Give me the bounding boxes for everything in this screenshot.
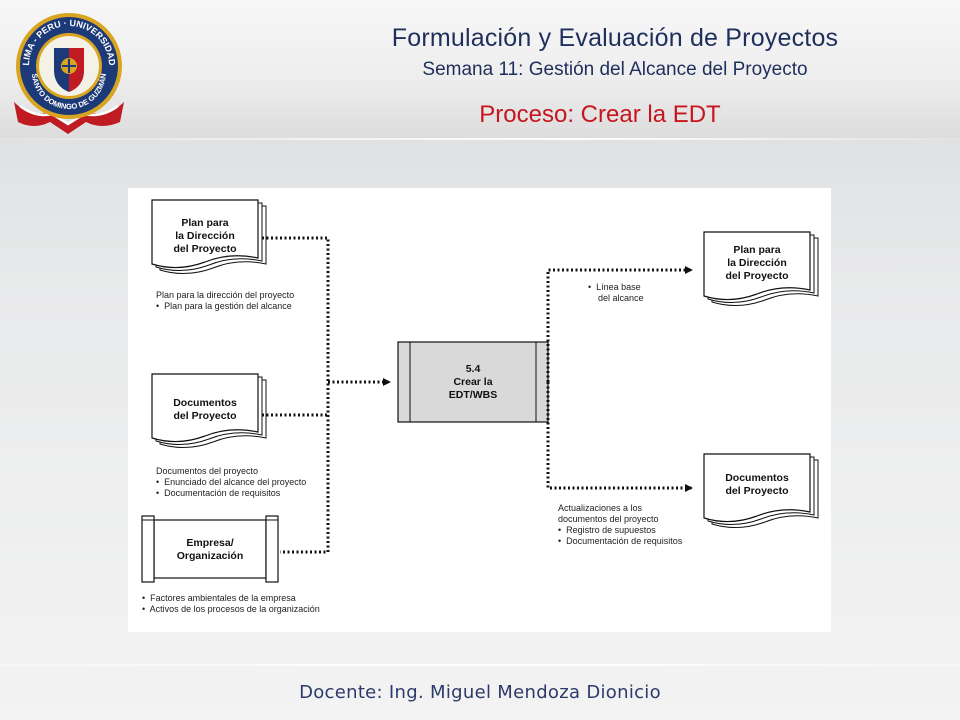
input-documentos-title: Documentos del Proyecto — [173, 397, 237, 422]
output-plan-title: Plan para la Dirección del Proyecto — [725, 244, 789, 282]
process-label: 5.4 Crear la EDT/WBS — [448, 363, 498, 401]
input-doc-plan-icon — [151, 199, 267, 274]
input-empresa-title: Empresa/ Organización — [176, 537, 244, 562]
output-doc-documentos-icon — [703, 453, 819, 528]
output-plan-notes: • Línea base del alcance — [588, 282, 644, 303]
footer-instructor: Docente: Ing. Miguel Mendoza Dionicio — [299, 682, 661, 703]
output-connectors — [546, 266, 693, 492]
input-documentos-notes: Documentos del proyecto • Enunciado del … — [156, 466, 307, 498]
output-documentos-notes: Actualizaciones a los documentos del pro… — [558, 503, 683, 546]
process-title: Proceso: Crear la EDT — [479, 101, 721, 128]
page-subtitle: Semana 11: Gestión del Alcance del Proye… — [422, 59, 808, 80]
output-documentos-title: Documentos del Proyecto — [725, 472, 789, 497]
university-logo: LIMA - PERU · UNIVERSIDAD SANTO DOMINGO … — [10, 6, 128, 136]
input-empresa-notes: • Factores ambientales de la empresa • A… — [142, 593, 320, 614]
footer-divider — [0, 664, 960, 666]
process-diagram: Plan para la Dirección del Proyecto Plan… — [128, 188, 831, 632]
header-band — [0, 0, 960, 140]
input-doc-documentos-icon — [151, 373, 267, 448]
input-empresa-scroll-icon — [141, 515, 279, 583]
output-doc-plan-icon — [703, 231, 819, 306]
page-title: Formulación y Evaluación de Proyectos — [391, 24, 839, 52]
input-connectors — [262, 236, 391, 554]
process-box — [397, 341, 549, 423]
input-plan-title: Plan para la Dirección del Proyecto — [173, 217, 237, 255]
input-plan-notes: Plan para la dirección del proyecto • Pl… — [156, 290, 295, 311]
